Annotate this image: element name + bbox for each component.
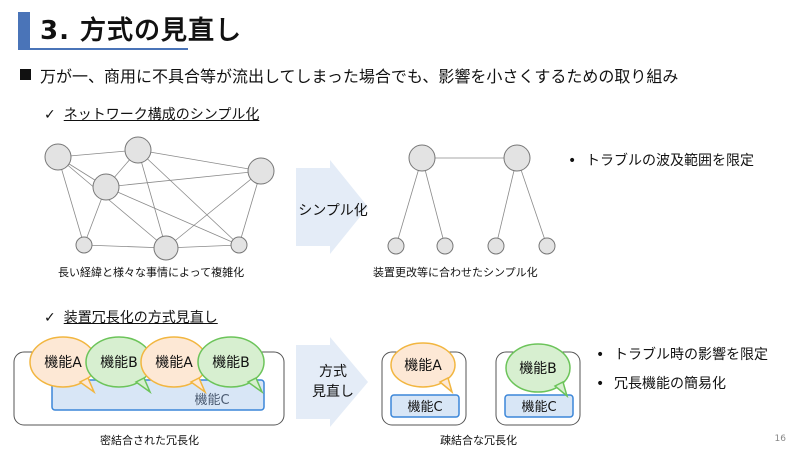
arrow-icon <box>296 160 368 254</box>
simple-node <box>503 144 531 172</box>
section2-heading-text: 装置冗長化の方式見直し <box>63 310 218 326</box>
func-a-bubble <box>29 336 97 395</box>
complex-node <box>247 157 275 185</box>
lead-text: 万が一、商用に不具合等が流出してしまった場合でも、影響を小さくするための取り組み <box>40 67 679 86</box>
func-b-label: 機能B <box>212 355 250 371</box>
func-c-label: 機能C <box>407 400 442 415</box>
note-item: •トラブルの波及範囲を限定 <box>568 153 754 169</box>
page-number: 16 <box>774 434 786 444</box>
title-accent-bar <box>18 12 30 48</box>
complex-node <box>92 173 120 201</box>
complex-node <box>75 236 93 254</box>
func-c-box-b <box>504 394 574 418</box>
check-icon: ✓ <box>44 107 56 123</box>
complex-node <box>124 136 152 164</box>
complex-network-caption: 長い経緯と様々な事情によって複雑化 <box>58 266 245 279</box>
simple-node <box>408 144 436 172</box>
lead-bullet-icon <box>20 69 31 80</box>
bullet-dot-icon: • <box>596 376 605 392</box>
complex-node <box>230 236 248 254</box>
simple-node <box>387 237 405 255</box>
section2-heading: ✓ 装置冗長化の方式見直し <box>44 307 218 327</box>
note-item: •トラブル時の影響を限定 <box>596 347 768 363</box>
simple-node <box>538 237 556 255</box>
note-item: •冗長機能の簡易化 <box>596 376 726 392</box>
bullet-dot-icon: • <box>596 347 605 363</box>
title-underline <box>18 48 188 50</box>
func-b-label: 機能B <box>519 361 557 377</box>
func-b-bubble <box>197 336 265 395</box>
func-b-bubble <box>505 343 571 399</box>
complex-node <box>153 235 179 261</box>
func-b-label: 機能B <box>100 355 138 371</box>
func-a-label: 機能A <box>44 355 82 371</box>
func-c-label: 機能C <box>194 393 229 408</box>
simple-network-links <box>395 157 548 247</box>
arrow-icon <box>296 337 368 427</box>
simple-network-caption: 装置更改等に合わせたシンプル化 <box>373 266 538 279</box>
func-a-label: 機能A <box>404 358 442 374</box>
redesign-arrow-label: 方式 見直し <box>312 364 354 400</box>
page-title: 3. 方式の見直し <box>40 16 243 46</box>
check-icon: ✓ <box>44 310 56 326</box>
section1-heading: ✓ ネットワーク構成のシンプル化 <box>44 104 259 124</box>
loose-coupling-caption: 疎結合な冗長化 <box>440 434 517 447</box>
simplify-arrow-label: シンプル化 <box>298 203 368 219</box>
tight-coupling-caption: 密結合された冗長化 <box>100 434 199 447</box>
simple-node <box>487 237 505 255</box>
simple-node <box>436 237 454 255</box>
func-a-bubble <box>390 342 456 395</box>
bullet-dot-icon: • <box>568 153 577 169</box>
func-c-box-a <box>390 394 460 418</box>
func-c-label: 機能C <box>521 400 556 415</box>
complex-network-links <box>57 149 262 249</box>
complex-node <box>44 143 72 171</box>
section1-heading-text: ネットワーク構成のシンプル化 <box>63 107 260 123</box>
func-a-label: 機能A <box>155 355 193 371</box>
